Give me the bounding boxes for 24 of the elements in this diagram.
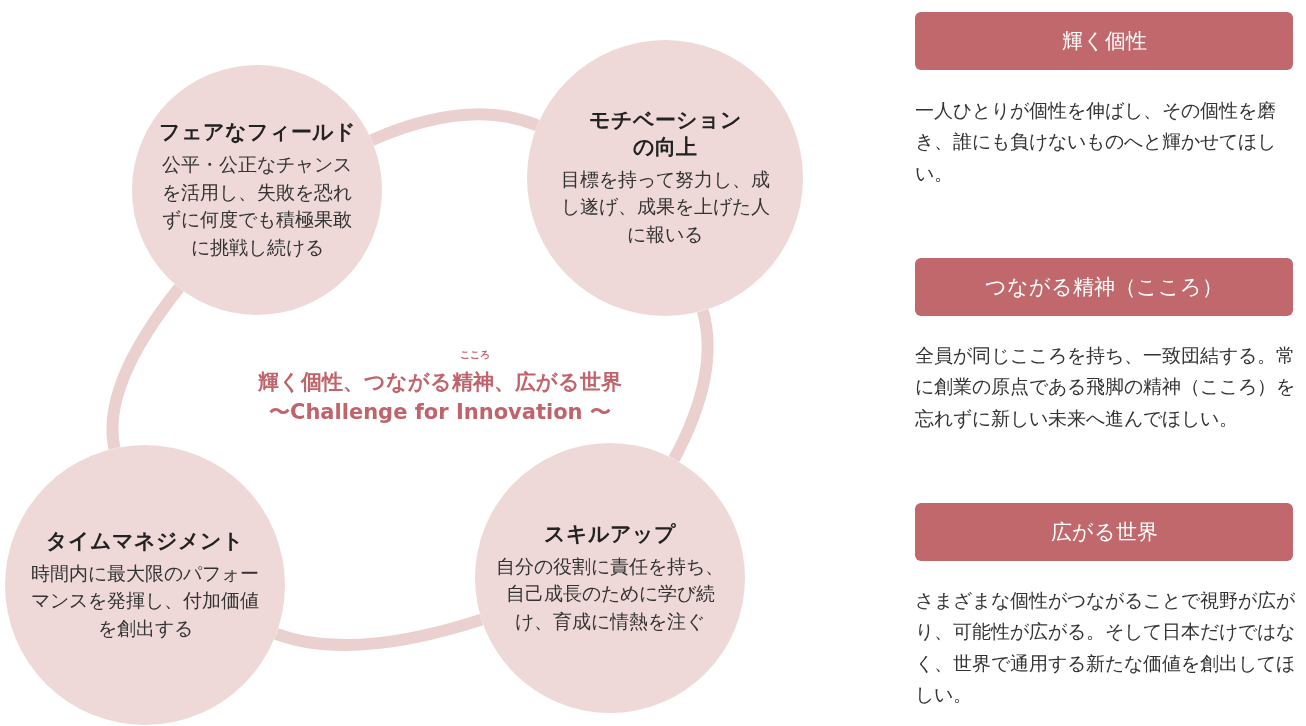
connector-arc [668,309,714,462]
heading-text: つながる精神（こころ） [985,274,1223,301]
connector-arc [274,613,484,652]
connector-arc [369,108,540,146]
heading-text: 広がる世界 [1050,519,1158,546]
heading-text: 輝く個性 [1061,28,1147,55]
ruby-text: こころ [460,348,490,362]
description-text: さまざまな個性がつながることで視野が広がり、可能性が広がる。そして日本だけではなく、世界で通用する新たな価値を創出してほしい。 [915,589,1295,708]
body-text: 目標を持って努力し、成し遂げ、成果を上げた人に報いる [559,166,771,247]
connector-arc [106,284,184,450]
header-bar [915,503,1293,561]
header-bar [915,12,1293,70]
body-text: 自分の役割に責任を持ち、自己成長のために学び続け、育成に情熱を注ぐ [495,553,725,634]
heading-text: モチベーションの向上 [587,107,743,160]
body-text: 時間内に最大限のパフォーマンスを発揮し、付加価値を創出する [30,560,260,641]
heading-text: スキルアップ [543,520,677,547]
body-text: 公平・公正なチャンスを活用し、失敗を恐れずに何度でも積極果敢に挑戦し続ける [161,152,353,260]
description-text: 全員が同じこころを持ち、一致団結する。常に創業の原点である飛脚の精神（こころ）を忘れずに新しい未来へ進んでほしい。 [915,344,1295,431]
description-text: 一人ひとりが個性を伸ばし、その個性を磨き、誰にも負けないものへと輝かせてほしい。 [915,99,1277,186]
heading-text: タイムマネジメント [45,527,245,554]
header-bar [915,258,1293,316]
heading-text: フェアなフィールド [157,118,357,146]
slogan-text: 〜Challenge for Innovation 〜 [269,399,611,426]
slogan-text: 輝く個性、つながる精神、広がる世界 [258,369,622,396]
